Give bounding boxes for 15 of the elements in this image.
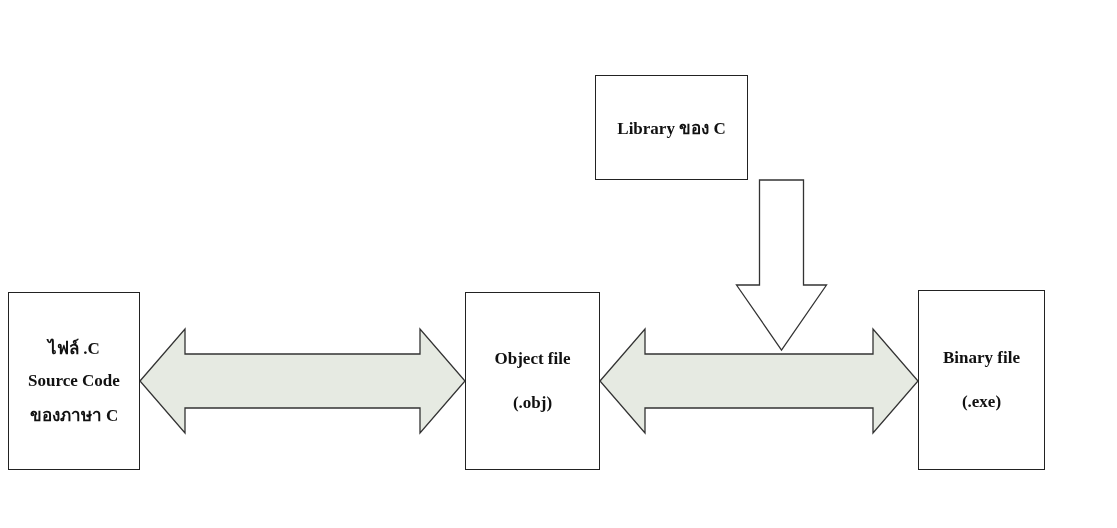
box-label: Source Code	[28, 371, 120, 391]
text-box	[465, 292, 600, 470]
box-label: Object file	[494, 349, 571, 369]
block-arrow	[599, 327, 919, 435]
block-arrow	[735, 179, 828, 352]
text-box	[595, 75, 748, 180]
block-arrow	[139, 327, 466, 435]
box-label: ของภาษา C	[29, 405, 119, 427]
box-label: (.obj)	[512, 393, 553, 413]
text-box	[918, 290, 1045, 470]
box-label: Library ของ C	[617, 118, 726, 140]
text-box	[8, 292, 140, 470]
box-label: (.exe)	[961, 392, 1002, 412]
box-label: Binary file	[943, 348, 1020, 368]
box-label: ไฟล์ .C	[48, 337, 100, 360]
